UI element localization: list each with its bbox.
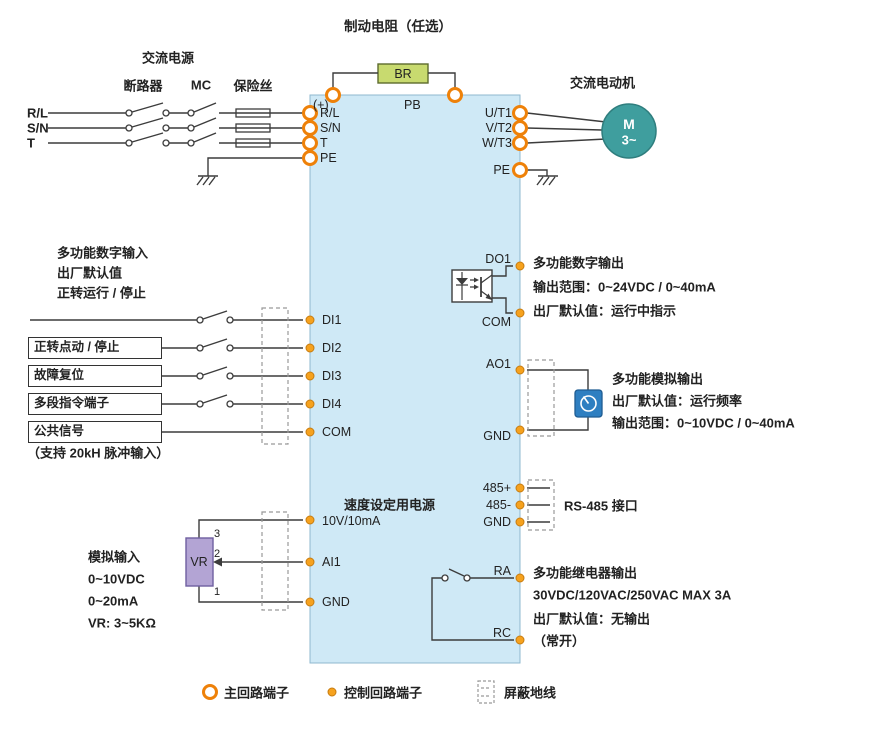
legend-control-circuit: 控制回路端子 xyxy=(344,685,423,701)
terminal-ut1: U/T1 xyxy=(484,106,512,120)
motor-heading: 交流电动机 xyxy=(570,75,636,91)
terminal-gnd-ao: GND xyxy=(483,429,511,443)
di-label-box-common: 公共信号 xyxy=(28,421,162,443)
vr-pin-2: 2 xyxy=(213,548,221,560)
no-contact-icon xyxy=(125,109,471,582)
di-label-box-multistep: 多段指令端子 xyxy=(28,393,162,415)
terminal-pe-right: PE xyxy=(493,163,510,177)
relay-default: 出厂默认值：无输出 xyxy=(533,611,651,627)
digital-input-subheading2: 正转运行 / 停止 xyxy=(57,285,146,301)
terminal-t: T xyxy=(320,136,328,150)
phase-label-t: T xyxy=(27,135,35,151)
terminal-ra: RA xyxy=(493,564,511,578)
terminal-pb: PB xyxy=(404,98,421,112)
terminal-pe-left: PE xyxy=(320,151,337,165)
terminal-rc: RC xyxy=(492,626,511,640)
terminal-gnd-485: GND xyxy=(483,515,511,529)
motor-icon xyxy=(601,103,657,159)
terminal-rl: R/L xyxy=(320,106,340,120)
optocoupler-icon xyxy=(451,269,493,303)
relay-note: （常开） xyxy=(533,633,586,649)
analog-output-range: 输出范围：0~10VDC / 0~40mA xyxy=(612,415,795,431)
analog-input-range2: 0~20mA xyxy=(88,593,139,609)
speed-supply-heading: 速度设定用电源 xyxy=(344,497,436,513)
relay-rating: 30VDC/120VAC/250VAC MAX 3A xyxy=(533,587,732,603)
mc-label: MC xyxy=(190,77,212,93)
terminal-di3: DI3 xyxy=(322,369,342,383)
terminal-di4: DI4 xyxy=(322,397,342,411)
terminal-plus: (+) xyxy=(313,98,329,112)
dot-terminal-icon xyxy=(305,261,525,697)
shielded-cable-icon xyxy=(261,307,555,611)
inverter-body xyxy=(309,94,521,664)
terminal-do1: DO1 xyxy=(485,252,511,266)
analog-output-heading: 多功能模拟输出 xyxy=(612,371,704,387)
terminal-vt2: V/T2 xyxy=(485,121,512,135)
terminal-di1: DI1 xyxy=(322,313,342,327)
legend-main-circuit: 主回路端子 xyxy=(224,685,290,701)
vr-pin-3: 3 xyxy=(213,528,221,540)
rs485-label: RS-485 接口 xyxy=(564,498,638,514)
terminal-485n: 485- xyxy=(485,498,511,512)
ground-icon xyxy=(196,175,558,186)
fuse-label: 保险丝 xyxy=(233,78,273,94)
vr-label: VR xyxy=(190,555,208,569)
analog-output-default: 出厂默认值：运行频率 xyxy=(612,393,743,409)
terminal-ai1: AI1 xyxy=(322,555,341,569)
wires xyxy=(30,72,607,641)
analog-meter-icon xyxy=(574,389,603,418)
digital-input-heading: 多功能数字输入 xyxy=(57,245,149,261)
digital-output-default: 出厂默认值：运行中指示 xyxy=(533,303,677,319)
di-label-box-fault-reset: 故障复位 xyxy=(28,365,162,387)
motor-m-label: M xyxy=(623,116,635,132)
breaker-label: 断路器 xyxy=(123,78,163,94)
analog-input-range1: 0~10VDC xyxy=(88,571,145,587)
brake-resistor-label: BR xyxy=(394,67,412,81)
digital-output-heading: 多功能数字输出 xyxy=(533,255,625,271)
legend-shield: 屏蔽地线 xyxy=(504,685,557,701)
vr-spec: VR: 3~5KΩ xyxy=(88,615,156,631)
terminal-ao1: AO1 xyxy=(485,357,511,371)
diagram-title: 制动电阻（任选） xyxy=(344,19,452,34)
legend-shield-icon xyxy=(477,680,495,704)
pulse-input-note: （支持 20kH 脉冲输入） xyxy=(27,445,170,461)
ac-power-heading: 交流电源 xyxy=(142,50,195,66)
motor-phase-label: 3~ xyxy=(621,132,637,148)
phase-label-sn: S/N xyxy=(27,120,49,136)
di-label-box-jog: 正转点动 / 停止 xyxy=(28,337,162,359)
digital-output-range: 输出范围：0~24VDC / 0~40mA xyxy=(533,279,716,295)
vr-pin-1: 1 xyxy=(213,586,221,598)
terminal-sn: S/N xyxy=(320,121,341,135)
terminal-485p: 485+ xyxy=(482,481,511,495)
potentiometer-icon xyxy=(185,537,222,587)
relay-heading: 多功能继电器输出 xyxy=(533,565,638,581)
double-circle-terminal-icon xyxy=(202,87,528,700)
analog-input-heading: 模拟输入 xyxy=(88,549,141,565)
terminal-10v: 10V/10mA xyxy=(322,514,381,528)
terminal-com-di: COM xyxy=(322,425,352,439)
phase-label-rl: R/L xyxy=(27,105,48,121)
terminal-com-do: COM xyxy=(481,315,511,329)
digital-input-subheading1: 出厂默认值 xyxy=(57,265,123,281)
terminal-wt3: W/T3 xyxy=(482,136,512,150)
terminal-di2: DI2 xyxy=(322,341,342,355)
terminal-gnd-ai: GND xyxy=(322,595,350,609)
